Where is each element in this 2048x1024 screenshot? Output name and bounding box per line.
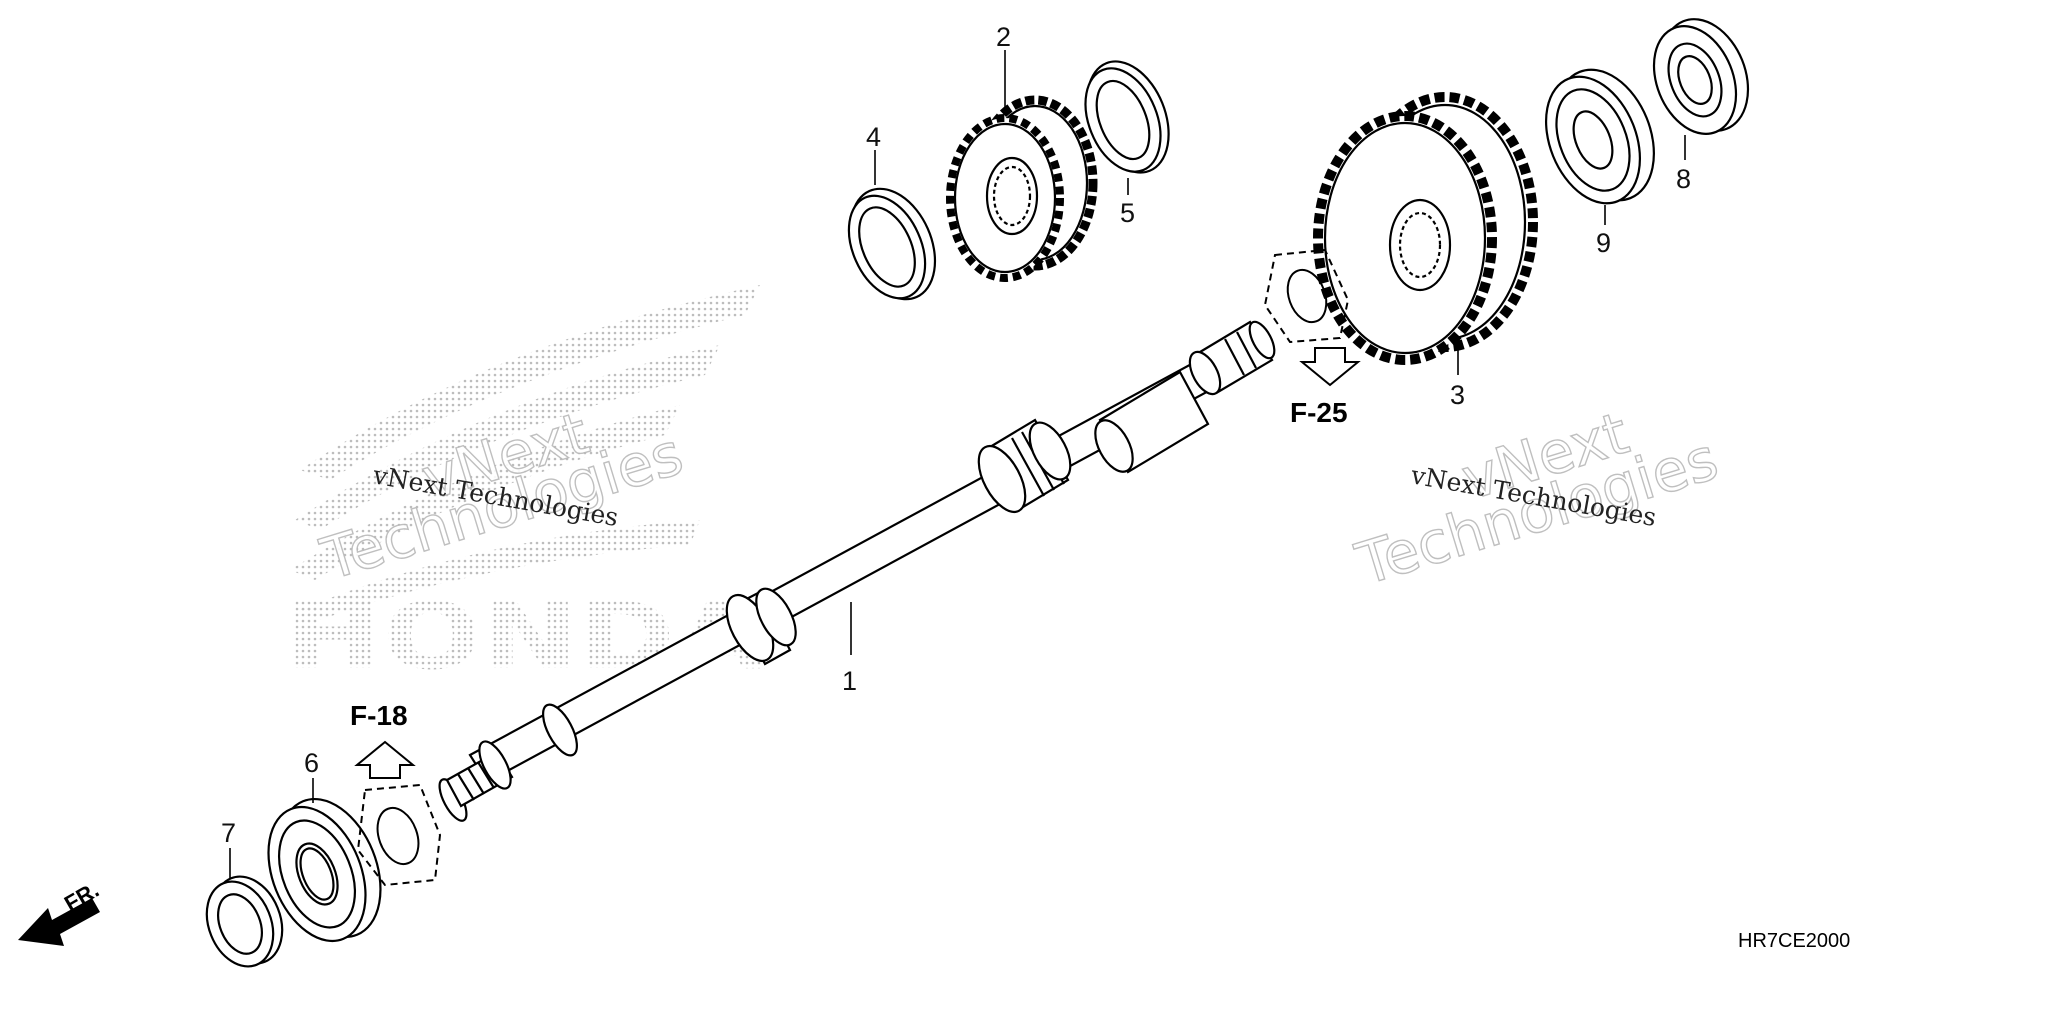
leader-lines (229, 50, 1686, 878)
bearing-part-9 (1544, 68, 1655, 205)
front-indicator: FR. (18, 877, 103, 946)
callout-3: 3 (1450, 380, 1465, 410)
washer-part-5 (1084, 60, 1170, 174)
callout-6: 6 (304, 748, 319, 778)
diagram-code: HR7CE2000 (1738, 930, 1850, 952)
gear-part-2 (946, 95, 1098, 282)
gear-part-3 (1313, 92, 1538, 365)
seal-part-8 (1652, 18, 1750, 135)
front-arrow-icon (18, 898, 100, 946)
callout-1: 1 (842, 666, 857, 696)
arrow-up-icon (354, 740, 416, 779)
callout-8: 8 (1676, 164, 1691, 194)
seal-part-7 (205, 875, 284, 968)
callout-2: 2 (996, 22, 1011, 52)
callout-5: 5 (1120, 198, 1135, 228)
bearing-part-6 (267, 797, 382, 943)
reference-washer-rear (356, 783, 442, 887)
callout-7: 7 (221, 818, 236, 848)
callout-9: 9 (1596, 228, 1611, 258)
reference-f25: F-25 (1290, 347, 1361, 428)
reference-washer-front (1263, 248, 1350, 344)
watermark-right: vNext Technologies vNext Technologies (1348, 398, 1727, 599)
reference-f18-label: F-18 (350, 700, 408, 731)
reference-f18: F-18 (350, 700, 416, 779)
callout-4: 4 (866, 122, 881, 152)
arrow-down-icon (1305, 348, 1308, 350)
main-shaft-part-1 (438, 320, 1276, 822)
washer-part-4 (847, 187, 937, 301)
arrow-down-icon (1299, 347, 1361, 387)
reference-f25-label: F-25 (1290, 397, 1348, 428)
callout-numbers: 1 2 3 4 5 6 7 8 9 (221, 22, 1691, 848)
